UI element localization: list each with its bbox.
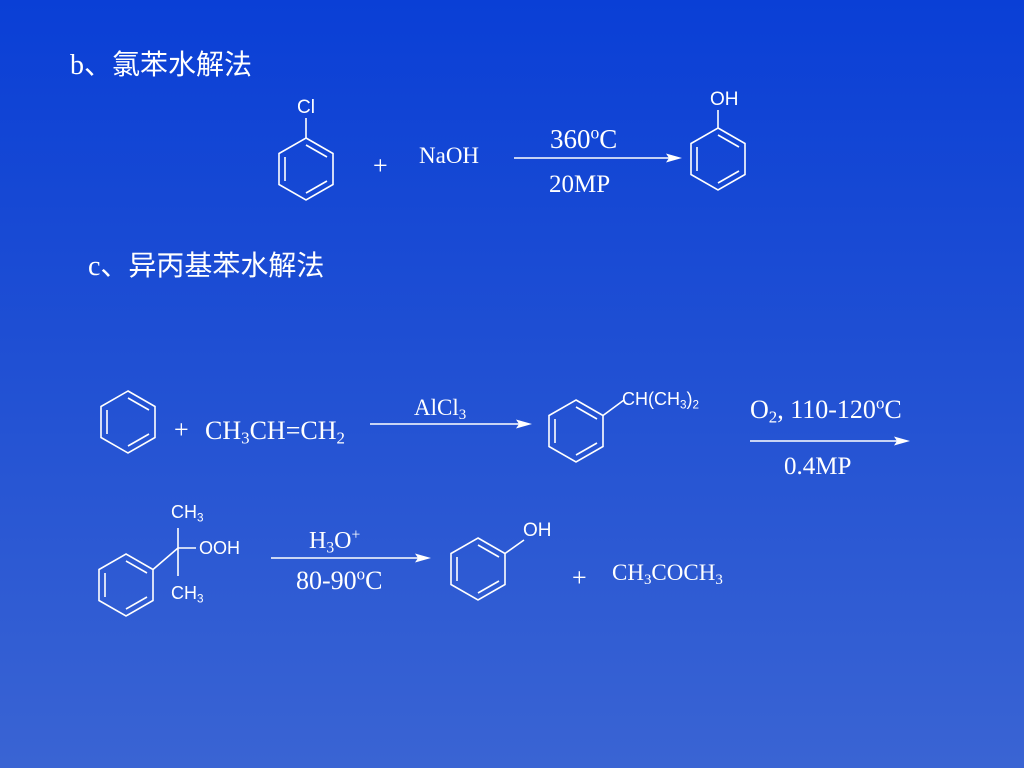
benzene-ring	[548, 399, 604, 463]
methyl-label-top: CH3	[171, 502, 204, 525]
acetone-formula: CH3COCH3	[612, 560, 723, 589]
reaction-arrow-c3	[271, 553, 431, 563]
benzene-ring	[690, 127, 746, 191]
acid-catalyst: H3O+	[309, 526, 361, 557]
cl-label: Cl	[297, 97, 315, 118]
reaction-arrow-b	[514, 153, 682, 163]
plus-sign-b: +	[373, 151, 388, 180]
cumene-hydroperoxide-structure	[98, 528, 196, 617]
reaction-arrow-c1	[370, 419, 532, 429]
benzene-ring	[100, 390, 156, 454]
condition-pressure-b: 20MP	[549, 171, 611, 198]
plus-sign-c1: +	[174, 415, 189, 444]
reaction-arrow-c2	[750, 436, 910, 446]
oxidation-pressure: 0.4MP	[784, 453, 852, 480]
benzene-ring	[278, 137, 334, 201]
propene-formula: CH3CH=CH2	[205, 416, 345, 448]
isopropyl-label: CH(CH3)2	[622, 389, 700, 412]
chlorobenzene-structure	[278, 118, 334, 201]
plus-sign-c2: +	[572, 563, 587, 592]
oxidation-conditions: O2, 110-120oC	[750, 393, 902, 427]
cleavage-temperature: 80-90oC	[296, 564, 383, 595]
condition-temperature-b: 360oC	[550, 122, 618, 154]
benzene-structure	[100, 390, 156, 454]
heading-b: b、氯苯水解法	[70, 50, 253, 81]
phenol-structure-b	[690, 110, 746, 191]
c-oh-bond	[504, 539, 525, 555]
c-quaternary-bond	[152, 547, 179, 571]
ooh-label: OOH	[199, 538, 241, 558]
phenol-structure-c	[450, 537, 525, 601]
naoh-label: NaOH	[419, 143, 480, 168]
oh-label-c: OH	[523, 520, 552, 541]
alcl3-catalyst: AlCl3	[414, 395, 467, 424]
oh-label-b: OH	[710, 89, 739, 110]
benzene-ring	[450, 537, 506, 601]
benzene-ring	[98, 553, 154, 617]
c-isopropyl-bond	[602, 399, 625, 417]
methyl-label-bottom: CH3	[171, 583, 204, 606]
cumene-structure	[548, 399, 625, 463]
heading-c: c、异丙基苯水解法	[88, 251, 325, 282]
